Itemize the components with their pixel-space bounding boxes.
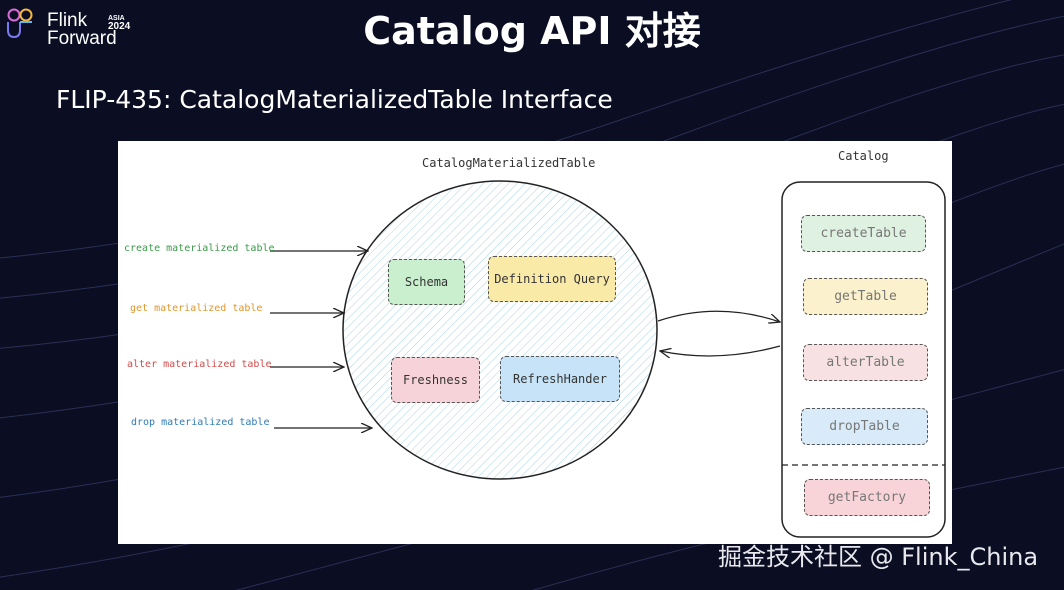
component-freshness: Freshness xyxy=(391,357,480,403)
component-refresh-hander: RefreshHander xyxy=(500,356,620,402)
flink-logo-icon xyxy=(7,8,33,39)
circle-label: CatalogMaterializedTable xyxy=(422,156,596,170)
catalog-label: Catalog xyxy=(838,149,889,163)
catalog-method-droptable: dropTable xyxy=(801,408,928,445)
arrow-from-catalog xyxy=(660,345,781,356)
op-alter-label: alter materialized table xyxy=(127,359,272,370)
catalog-method-getfactory: getFactory xyxy=(804,479,930,516)
op-get-label: get materialized table xyxy=(130,303,263,314)
slide-subtitle: FLIP-435: CatalogMaterializedTable Inter… xyxy=(56,85,613,114)
brand-name-line1: Flink xyxy=(47,10,88,31)
slide-title: Catalog API 对接 xyxy=(363,9,701,53)
flink-forward-logo: Flink Forward ASIA 2024 xyxy=(6,6,136,49)
brand-name-line2: Forward xyxy=(47,28,117,49)
catalog-method-gettable: getTable xyxy=(803,278,928,315)
brand-badge-year: 2024 xyxy=(108,21,131,32)
materialized-table-circle xyxy=(342,180,658,480)
op-drop-label: drop materialized table xyxy=(131,417,270,428)
brand-badge-region: ASIA xyxy=(108,15,125,22)
diagram-canvas: CatalogMaterializedTable Catalog create … xyxy=(118,141,952,544)
catalog-method-altertable: alterTable xyxy=(803,344,928,381)
catalog-method-createtable: createTable xyxy=(801,215,926,252)
component-definition-query: Definition Query xyxy=(488,256,616,302)
watermark: 掘金技术社区 @ Flink_China xyxy=(718,543,1039,571)
arrow-to-catalog xyxy=(657,310,780,322)
component-schema: Schema xyxy=(388,259,465,305)
op-create-label: create materialized table xyxy=(124,243,275,254)
